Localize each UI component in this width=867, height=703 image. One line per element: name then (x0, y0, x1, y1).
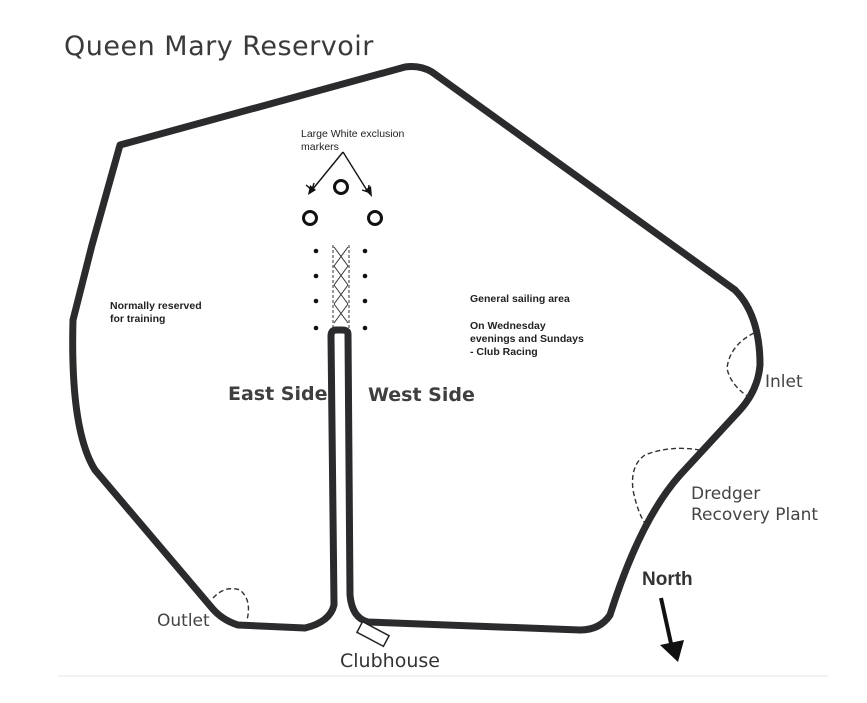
inlet-label: Inlet (765, 372, 803, 392)
dredger-label: Dredger Recovery Plant (691, 484, 819, 525)
arrowhead-icon (365, 186, 372, 197)
buoy-icon (362, 325, 368, 331)
outlet-dashed-outline (212, 587, 250, 621)
buoy-icon (362, 273, 368, 279)
buoy-dots (313, 248, 368, 331)
arrowhead-icon (308, 185, 316, 195)
buoy-icon (362, 248, 368, 254)
north-arrow-icon (659, 597, 684, 662)
sailing-area-note: On Wednesday evenings and Sundays - Club… (470, 320, 584, 358)
dredger-dashed-outline (631, 447, 701, 529)
buoy-icon (313, 325, 319, 331)
buoy-icon (313, 298, 319, 304)
west-side-label: West Side (368, 384, 475, 406)
outlet-label: Outlet (157, 611, 210, 631)
exclusion-markers-label: Large White exclusion markers (301, 128, 405, 153)
buoy-icon (313, 248, 319, 254)
reservoir-shoreline (69, 63, 764, 634)
exclusion-marker-icon (333, 179, 349, 195)
training-area-label: Normally reserved for training (110, 300, 202, 325)
clubhouse-building (355, 620, 391, 648)
exclusion-marker-icon (302, 210, 318, 226)
exclusion-marker-icon (367, 210, 383, 226)
map-title: Queen Mary Reservoir (64, 31, 374, 62)
north-label: North (642, 569, 693, 590)
buoy-icon (362, 298, 368, 304)
exclusion-zone (332, 245, 350, 328)
east-side-label: East Side (228, 383, 328, 405)
clubhouse-label: Clubhouse (340, 650, 440, 672)
inlet-dashed-outline (726, 332, 755, 399)
sailing-area-heading: General sailing area (470, 293, 570, 305)
buoy-icon (313, 273, 319, 279)
